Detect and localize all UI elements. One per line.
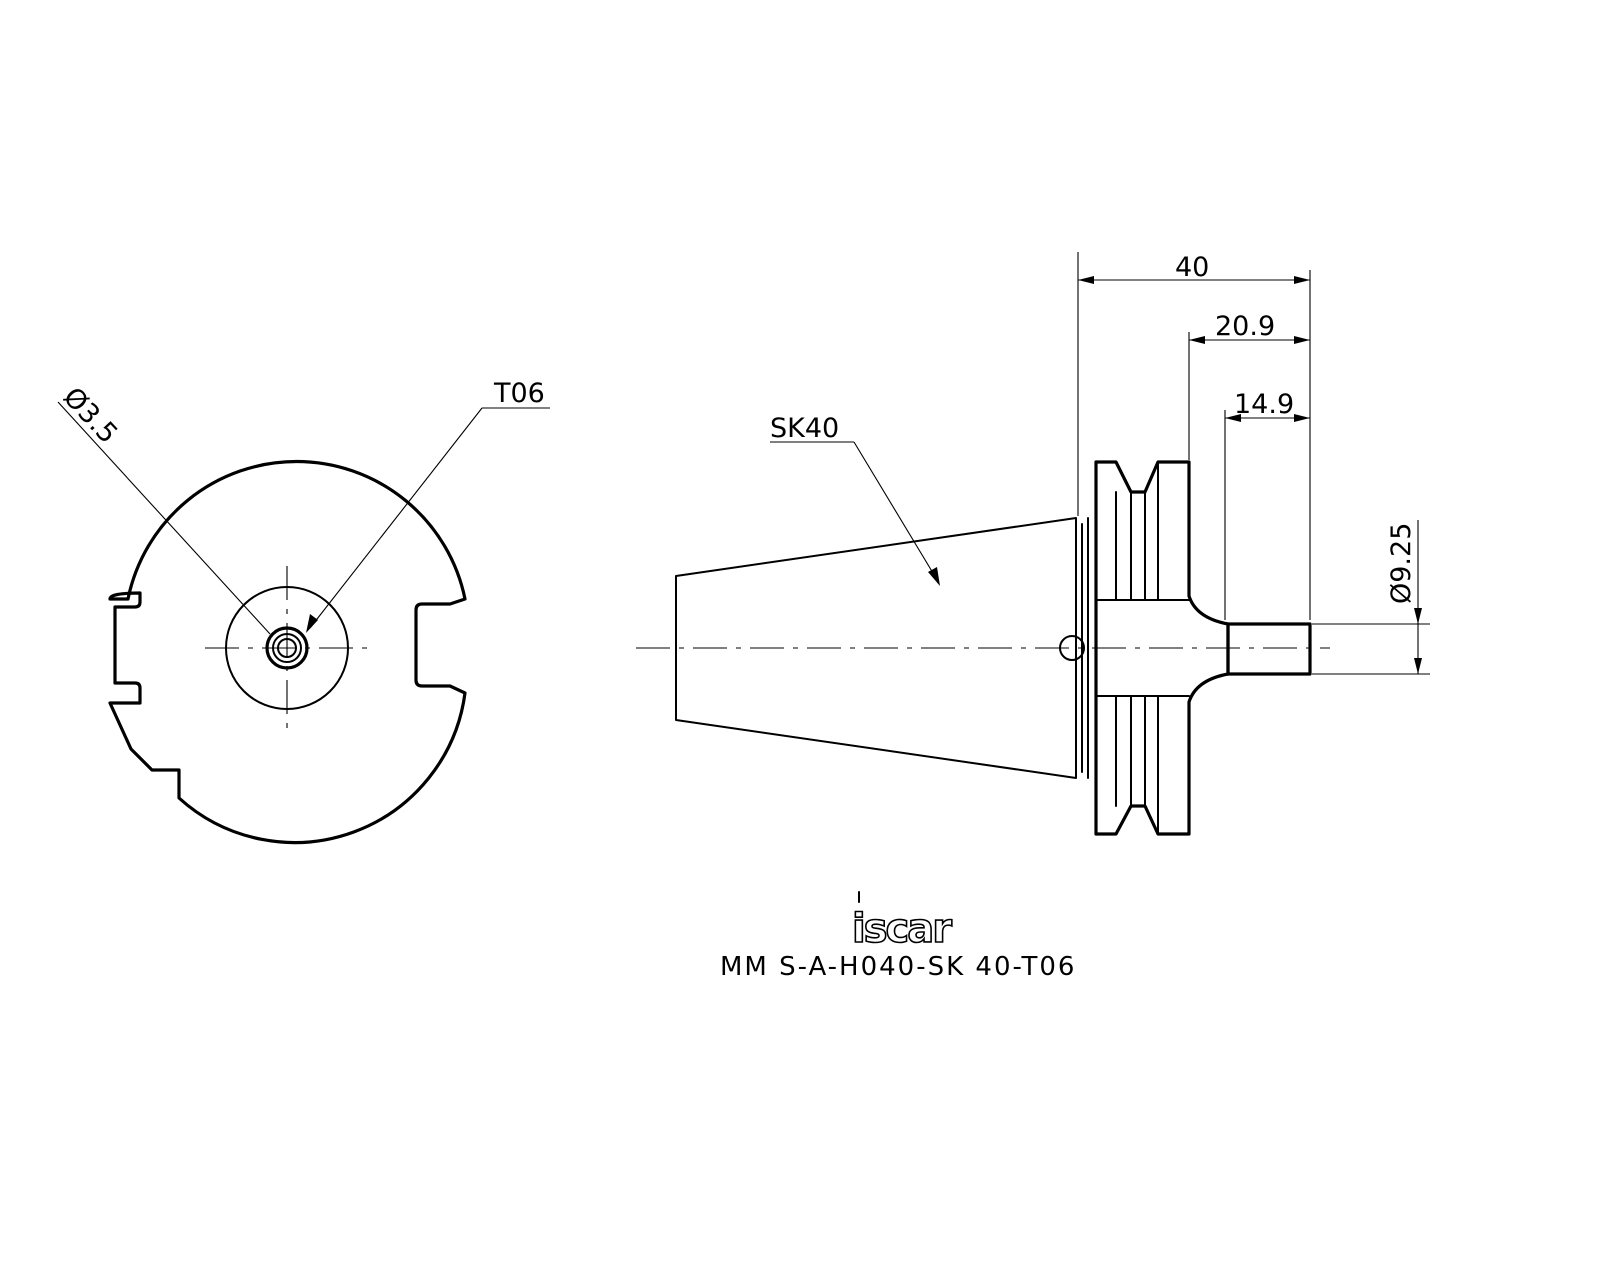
dim-arrow-overall-left [1078, 276, 1094, 284]
bore-diameter-label: Ø3.5 [57, 382, 123, 450]
dim-arrow-shank-bottom [1414, 658, 1422, 674]
taper-leader-arrow [928, 567, 940, 586]
shank [1226, 622, 1312, 676]
flange-outline [108, 459, 467, 845]
taper-cone [675, 517, 1077, 779]
front-view: Ø3.5 T06 [57, 378, 550, 845]
dim-arrow-flange-left [1189, 336, 1205, 344]
dim-arrow-shank-top [1414, 608, 1422, 624]
thread-label: T06 [493, 378, 545, 409]
thread-leader-arrow [306, 614, 318, 633]
dim-arrow-overall-right [1294, 276, 1310, 284]
dim-flange-to-end: 20.9 [1215, 311, 1275, 342]
dim-overall-length: 40 [1175, 252, 1209, 283]
taper-leader [853, 441, 937, 579]
logo-wordmark: iscar [852, 906, 952, 952]
dim-arrow-flange-right [1294, 336, 1310, 344]
dim-arrow-neck-left [1225, 414, 1241, 422]
thread-leader [309, 407, 483, 629]
dim-shank-diameter: Ø9.25 [1386, 523, 1417, 604]
bore-diameter-leader [57, 401, 271, 635]
dim-neck-length: 14.9 [1234, 389, 1294, 420]
side-view: SK40 40 20.9 14.9 Ø9.25 [636, 252, 1430, 836]
model-code: MM S-A-H040-SK 40-T06 [720, 952, 1076, 982]
taper-label: SK40 [770, 413, 839, 444]
iscar-logo: iscar [851, 891, 955, 953]
dim-arrow-neck-right [1294, 414, 1310, 422]
